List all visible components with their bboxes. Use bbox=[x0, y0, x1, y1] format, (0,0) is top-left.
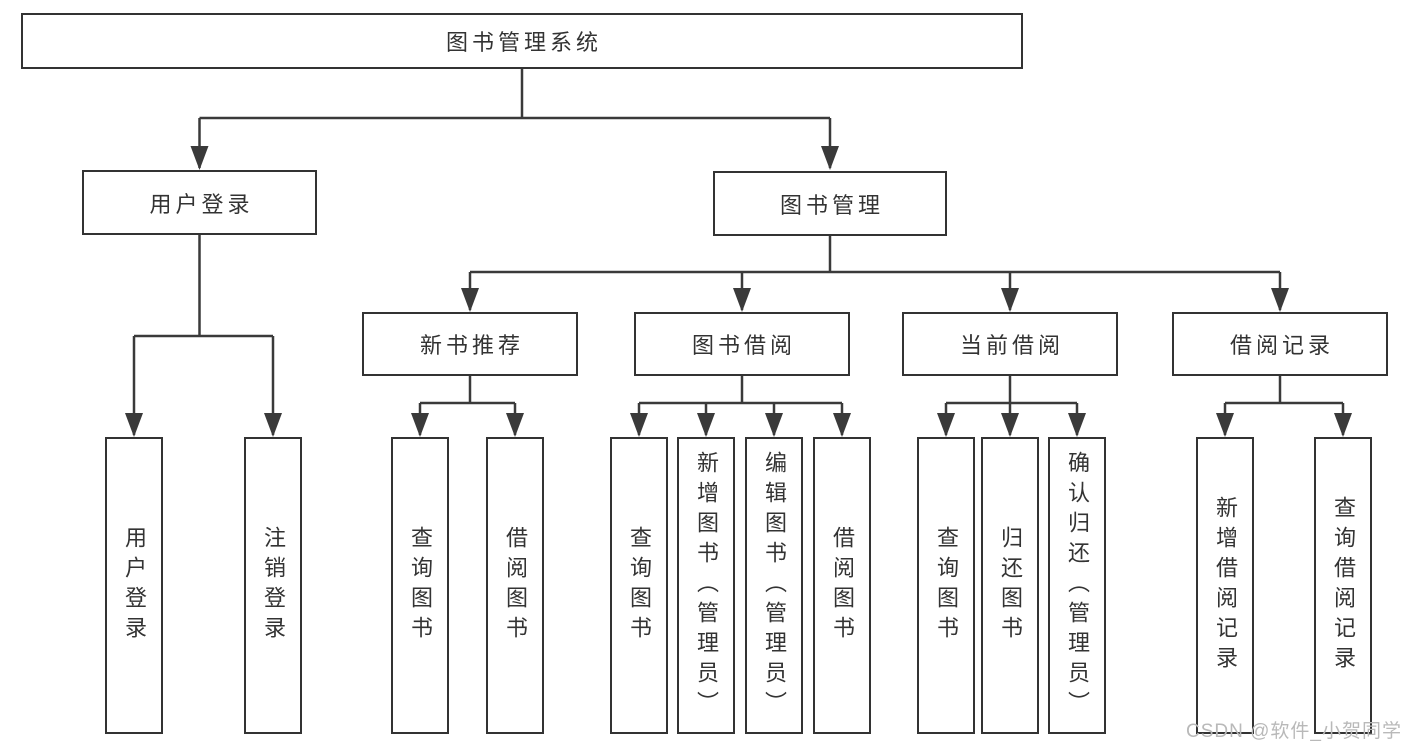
leaf-add-books-admin: 新增图书（管理员） bbox=[677, 437, 735, 734]
leaf-logout: 注销登录 bbox=[244, 437, 302, 734]
leaf-borrow-books: 借阅图书 bbox=[813, 437, 871, 734]
leaf-query-books-recommend: 查询图书 bbox=[391, 437, 449, 734]
leaf-borrow-books-recommend: 借阅图书 bbox=[486, 437, 544, 734]
arrowhead-icons bbox=[125, 146, 1352, 437]
leaf-query-borrow-record: 查询借阅记录 bbox=[1314, 437, 1372, 734]
node-book-management: 图书管理 bbox=[713, 171, 947, 236]
node-borrow-records: 借阅记录 bbox=[1172, 312, 1388, 376]
leaf-add-borrow-record: 新增借阅记录 bbox=[1196, 437, 1254, 734]
node-user-login: 用户登录 bbox=[82, 170, 317, 235]
leaf-confirm-return-admin: 确认归还（管理员） bbox=[1048, 437, 1106, 734]
csdn-watermark: CSDN @软件_小贺同学 bbox=[1186, 721, 1402, 742]
node-book-borrow: 图书借阅 bbox=[634, 312, 850, 376]
leaf-return-books: 归还图书 bbox=[981, 437, 1039, 734]
leaf-edit-books-admin: 编辑图书（管理员） bbox=[745, 437, 803, 734]
node-new-book-recommend: 新书推荐 bbox=[362, 312, 578, 376]
leaf-user-login: 用户登录 bbox=[105, 437, 163, 734]
leaf-query-books-current: 查询图书 bbox=[917, 437, 975, 734]
leaf-query-books-borrow: 查询图书 bbox=[610, 437, 668, 734]
node-current-borrow: 当前借阅 bbox=[902, 312, 1118, 376]
node-library-management-system: 图书管理系统 bbox=[21, 13, 1023, 69]
